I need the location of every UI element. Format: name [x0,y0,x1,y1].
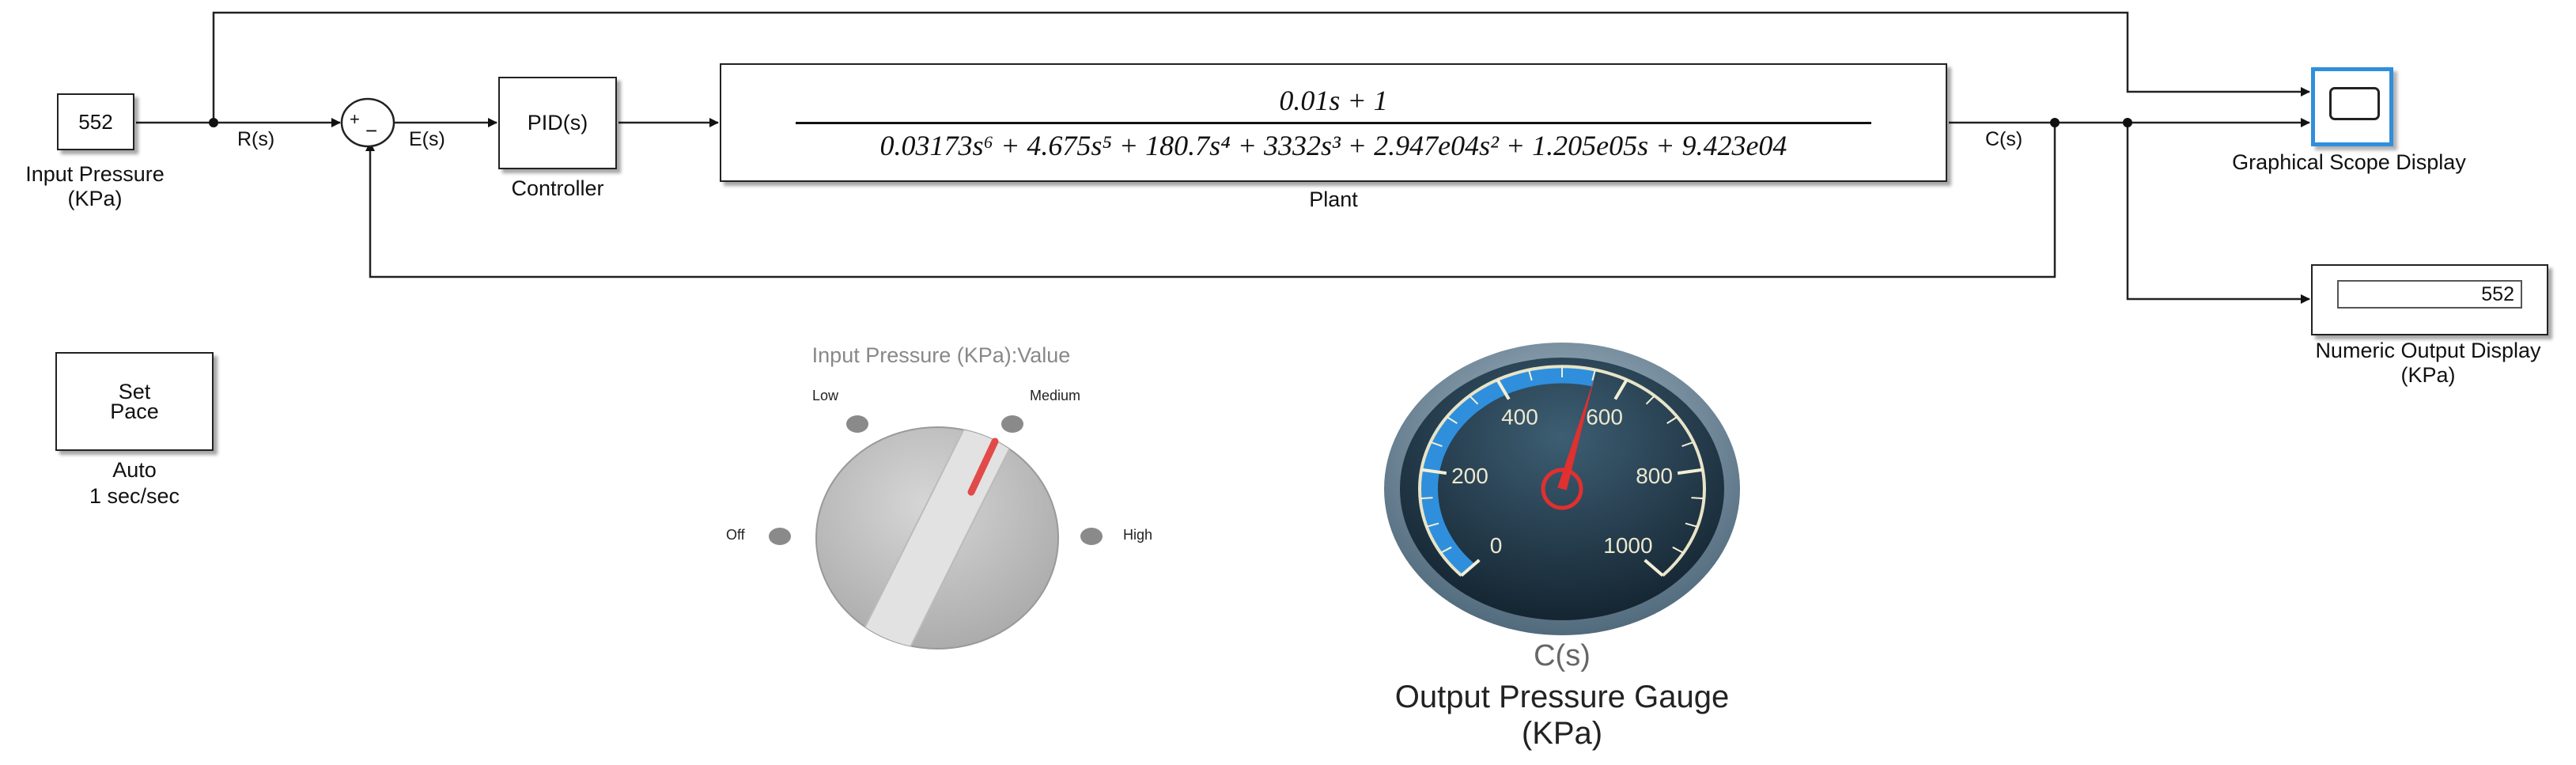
gauge-minor-tick [1681,441,1694,447]
knob-pointer [967,437,999,496]
scope-screen-icon [2329,87,2380,120]
gauge-minor-tick [1440,546,1452,554]
controller-text: PID(s) [527,111,588,134]
knob-indicator-off [769,528,791,545]
gauge-tick-label: 0 [1490,533,1503,558]
knob-position-medium: Medium [1030,388,1081,403]
gauge-minor-tick [1685,522,1698,528]
plant-block[interactable]: 0.01s + 1 0.03173s⁶ + 4.675s⁵ + 180.7s⁴ … [720,63,1947,182]
knob-indicator-low [846,415,868,433]
gauge-scale-arc [1418,365,1706,577]
gauge-major-tick [1644,559,1664,577]
numeric-display-block[interactable]: 552 [2311,264,2548,335]
knob-position-high: High [1123,527,1153,543]
input-pressure-value: 552 [78,109,113,134]
gauge-minor-tick [1426,522,1439,528]
gauge-minor-tick [1528,369,1533,381]
gauge-tick-label: 400 [1501,405,1538,430]
knob-indicator-high [1080,528,1103,545]
numeric-display-label: Numeric Output Display (KPa) [2315,339,2541,387]
plant-label: Plant [1309,187,1358,211]
sum-plus-sign: + [350,109,360,129]
output-pressure-gauge: 0 200 400 600 800 1000 [1384,343,1740,635]
sum-minus-sign: − [365,119,378,142]
gauge-hub [1541,468,1583,510]
signal-label-c: C(s) [1985,128,2023,150]
gauge-value-band [1420,365,1597,577]
gauge-major-tick [1677,468,1704,475]
knob-position-low: Low [812,388,839,403]
pressure-knob[interactable] [759,403,1107,657]
gauge-major-tick [1496,379,1511,400]
gauge-minor-tick [1645,395,1655,405]
controller-label: Controller [511,176,604,200]
scope-label: Graphical Scope Display [2232,150,2466,174]
branch-point [2123,118,2132,127]
gauge-major-tick [1460,559,1481,577]
line-feedback [365,123,2056,278]
scope-block[interactable] [2311,67,2393,146]
gauge-needle [1557,377,1594,490]
knob-title: Input Pressure (KPa):Value [811,343,1071,367]
signal-label-r: R(s) [237,128,275,150]
gauge-tick-label: 200 [1451,464,1488,488]
controller-block[interactable]: PID(s) [498,77,617,169]
branch-point [209,118,218,127]
input-pressure-label: Input Pressure (KPa) [25,162,165,210]
gauge-minor-tick [1446,416,1458,424]
gauge-major-tick [1420,468,1447,475]
gauge-title: Output Pressure Gauge (KPa) [1394,680,1730,751]
numeric-display-field: 552 [2337,280,2522,309]
input-pressure-block[interactable]: 552 [57,93,134,150]
gauge-minor-tick [1591,369,1596,381]
gauge-minor-tick [1430,441,1443,447]
plant-fraction-bar [796,121,1871,124]
gauge-minor-tick [1666,416,1678,424]
plant-denominator: 0.03173s⁶ + 4.675s⁵ + 180.7s⁴ + 3332s³ +… [879,129,1787,161]
gauge-tick-label: 600 [1586,405,1623,430]
gauge-major-tick [1613,379,1628,400]
gauge-tick-label: 800 [1636,464,1673,488]
plant-numerator: 0.01s + 1 [1279,84,1388,116]
gauge-minor-tick [1469,395,1479,405]
branch-point [2050,118,2060,127]
set-pace-label: Auto 1 sec/sec [89,458,180,508]
gauge-signal-label: C(s) [1534,639,1591,672]
knob-indicator-medium [1001,415,1023,433]
set-pace-block[interactable]: Set Pace [55,352,214,451]
knob-position-off: Off [726,527,745,543]
gauge-tick-label: 1000 [1603,533,1652,558]
line-to-numeric-display [2126,123,2310,304]
line-reference-to-scope [212,11,2310,123]
sum-block[interactable] [340,97,397,149]
gauge-minor-tick [1672,546,1684,554]
signal-label-e: E(s) [409,128,445,150]
